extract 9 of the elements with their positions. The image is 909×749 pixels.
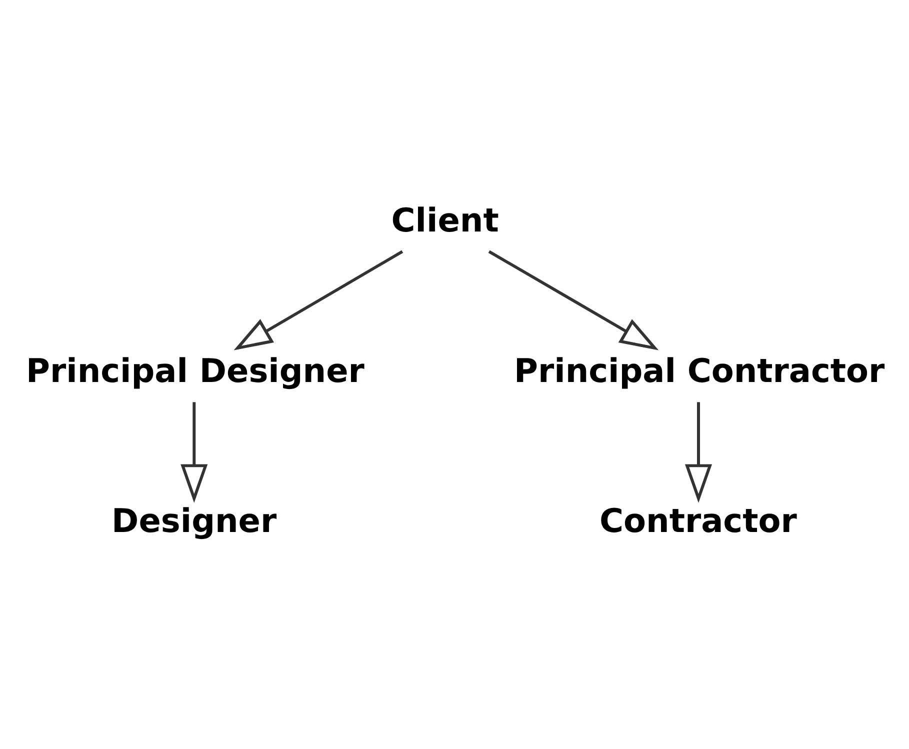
arrow <box>684 402 712 502</box>
node-text: Principal Designer <box>26 351 364 390</box>
node-text: Designer <box>112 502 277 540</box>
node-text: Principal Contractor <box>514 351 885 390</box>
arrow <box>488 250 659 350</box>
arrow <box>234 250 404 350</box>
node-text: Client <box>391 201 499 240</box>
node-text: Contractor <box>600 502 797 540</box>
arrow <box>180 402 208 502</box>
